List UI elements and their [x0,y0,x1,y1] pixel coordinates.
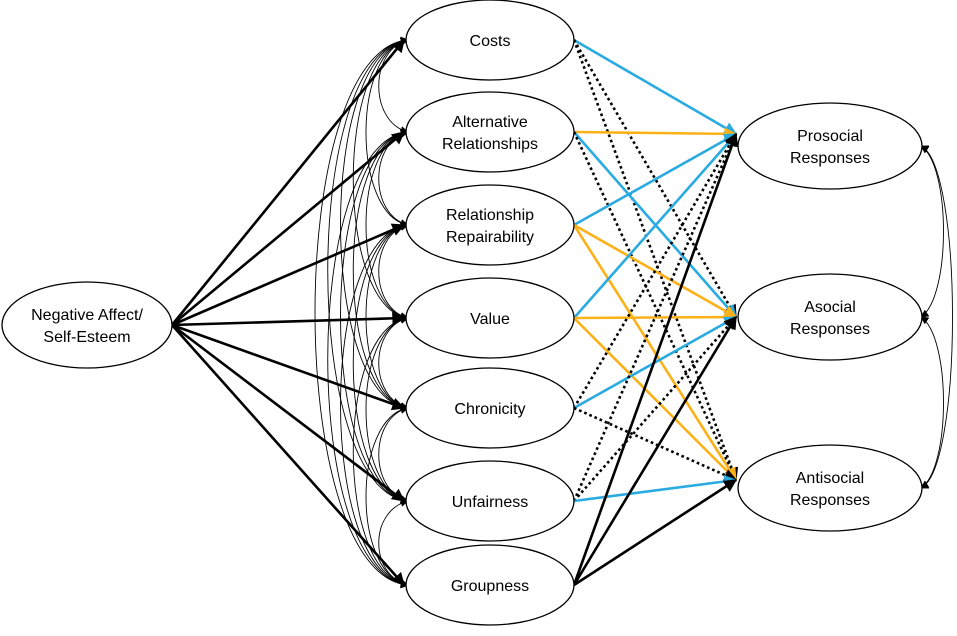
covariance-value-groupness [352,315,409,588]
path-relationship-repairability-prosocial [573,132,738,227]
path-chronicity-prosocial [572,132,738,409]
path-groupness-asocial [572,315,738,586]
node-asocial-label: Asocial [804,299,856,316]
node-chronicity-shape [405,367,575,449]
node-alternative-relationships-shape [405,91,575,173]
path-negative-affect-alternative-relationships [171,131,405,326]
covariance-alternative-relationships-chronicity [352,129,409,411]
covariance-prosocial-asocial [920,145,944,318]
path-value-antisocial [573,317,737,481]
node-relationship-repairability-shape [405,184,575,266]
node-costs-shape [405,0,575,81]
path-chronicity-antisocial [573,406,738,482]
path-costs-antisocial [572,39,739,482]
path-negative-affect-costs [170,38,406,326]
node-prosocial-label: Prosocial [797,128,863,145]
path-alternative-relationships-prosocial [573,127,738,141]
diagram-nodes: Negative Affect/Self-Esteem CostsAlternat… [1,0,923,626]
covariance-costs-chronicity [340,36,409,412]
node-chronicity-label: Chronicity [454,401,525,418]
node-groupness-label: Groupness [451,578,529,595]
node-groupness-shape [405,544,575,626]
path-unfairness-asocial [573,316,737,502]
covariance-value-chronicity [378,315,409,411]
path-negative-affect-relationship-repairability [171,223,406,327]
affect-to-predictor-paths [170,38,406,586]
path-groupness-antisocial [573,478,738,587]
path-alternative-relationships-antisocial [572,131,738,482]
node-alternative-relationships-label: Alternative [452,114,528,131]
predictor-to-outcome-paths [572,38,739,587]
path-negative-affect-value [171,311,406,327]
covariance-asocial-antisocial [920,316,944,489]
path-unfairness-antisocial [573,475,738,503]
node-relationship-repairability-label: Relationship [446,207,534,224]
covariance-costs-groupness [314,36,409,589]
path-groupness-prosocial [572,132,739,586]
path-relationship-repairability-antisocial [572,224,738,482]
node-asocial-shape [737,273,923,361]
node-chronicity: Chronicity [405,367,575,449]
node-asocial-label: Responses [790,321,870,338]
node-value: Value [405,277,575,359]
node-prosocial-shape [737,102,923,190]
path-negative-affect-groupness [171,324,405,586]
path-costs-prosocial [573,38,738,136]
node-negative-affect-shape [1,281,173,369]
covariance-relationship-repairability-chronicity [365,222,409,411]
node-costs-label: Costs [470,33,511,50]
covariance-prosocial-antisocial [920,145,953,489]
path-value-prosocial [573,133,737,319]
outcome-covariances [920,145,953,489]
covariance-costs-relationship-repairability [365,37,409,228]
node-unfairness-label: Unfairness [452,494,528,511]
node-alternative-relationships-label: Relationships [442,136,538,153]
covariance-chronicity-groupness [365,405,409,588]
predictor-covariances [314,36,409,589]
node-value-shape [405,277,575,359]
node-negative-affect-label: Negative Affect/ [31,307,143,324]
path-value-asocial [573,310,738,324]
path-negative-affect-chronicity [171,323,406,411]
covariance-chronicity-unfairness [378,405,409,504]
node-value-label: Value [470,311,510,328]
node-groupness: Groupness [405,544,575,626]
node-antisocial-label: Antisocial [796,470,864,487]
node-negative-affect: Negative Affect/Self-Esteem [1,281,173,369]
node-unfairness-shape [405,460,575,542]
covariance-costs-unfairness [327,36,409,505]
path-negative-affect-unfairness [171,323,406,503]
covariance-costs-value [352,37,409,321]
covariance-relationship-repairability-value [378,222,409,321]
node-negative-affect-label: Self-Esteem [43,329,130,346]
node-relationship-repairability-label: Repairability [446,229,534,246]
node-prosocial-label: Responses [790,150,870,167]
covariance-relationship-repairability-groupness [340,221,409,589]
covariance-alternative-relationships-relationship-repairability [378,129,409,228]
node-unfairness: Unfairness [405,460,575,542]
node-costs: Costs [405,0,575,81]
node-antisocial-label: Responses [790,492,870,509]
node-antisocial-shape [737,444,923,532]
